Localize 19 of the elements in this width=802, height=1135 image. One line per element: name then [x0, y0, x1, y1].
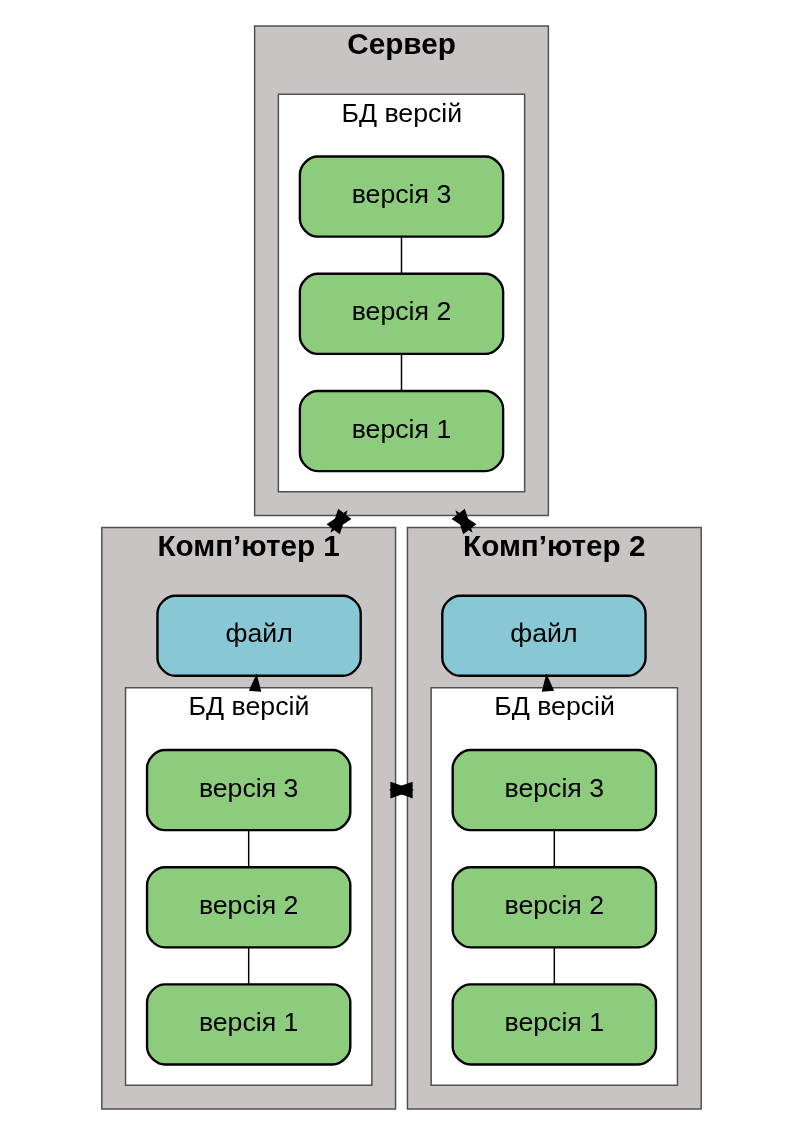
connector	[247, 946, 249, 986]
node-box: версія 1	[451, 983, 657, 1066]
connector	[400, 236, 402, 275]
node-box: файл	[440, 594, 647, 677]
node-box: файл	[155, 594, 362, 677]
node-box: версія 1	[298, 389, 504, 473]
node-box: версія 1	[145, 983, 351, 1066]
arrow	[388, 781, 414, 799]
node-box: версія 2	[298, 272, 504, 356]
node-box: версія 3	[145, 748, 351, 832]
node-box: версія 2	[451, 866, 657, 949]
node-box: версія 3	[451, 748, 657, 832]
node-box: версія 2	[145, 866, 351, 949]
connector	[247, 829, 249, 868]
connector	[553, 946, 555, 986]
node-box: версія 3	[298, 155, 504, 238]
connector	[553, 829, 555, 868]
connector	[400, 353, 402, 392]
arrow	[451, 508, 476, 535]
